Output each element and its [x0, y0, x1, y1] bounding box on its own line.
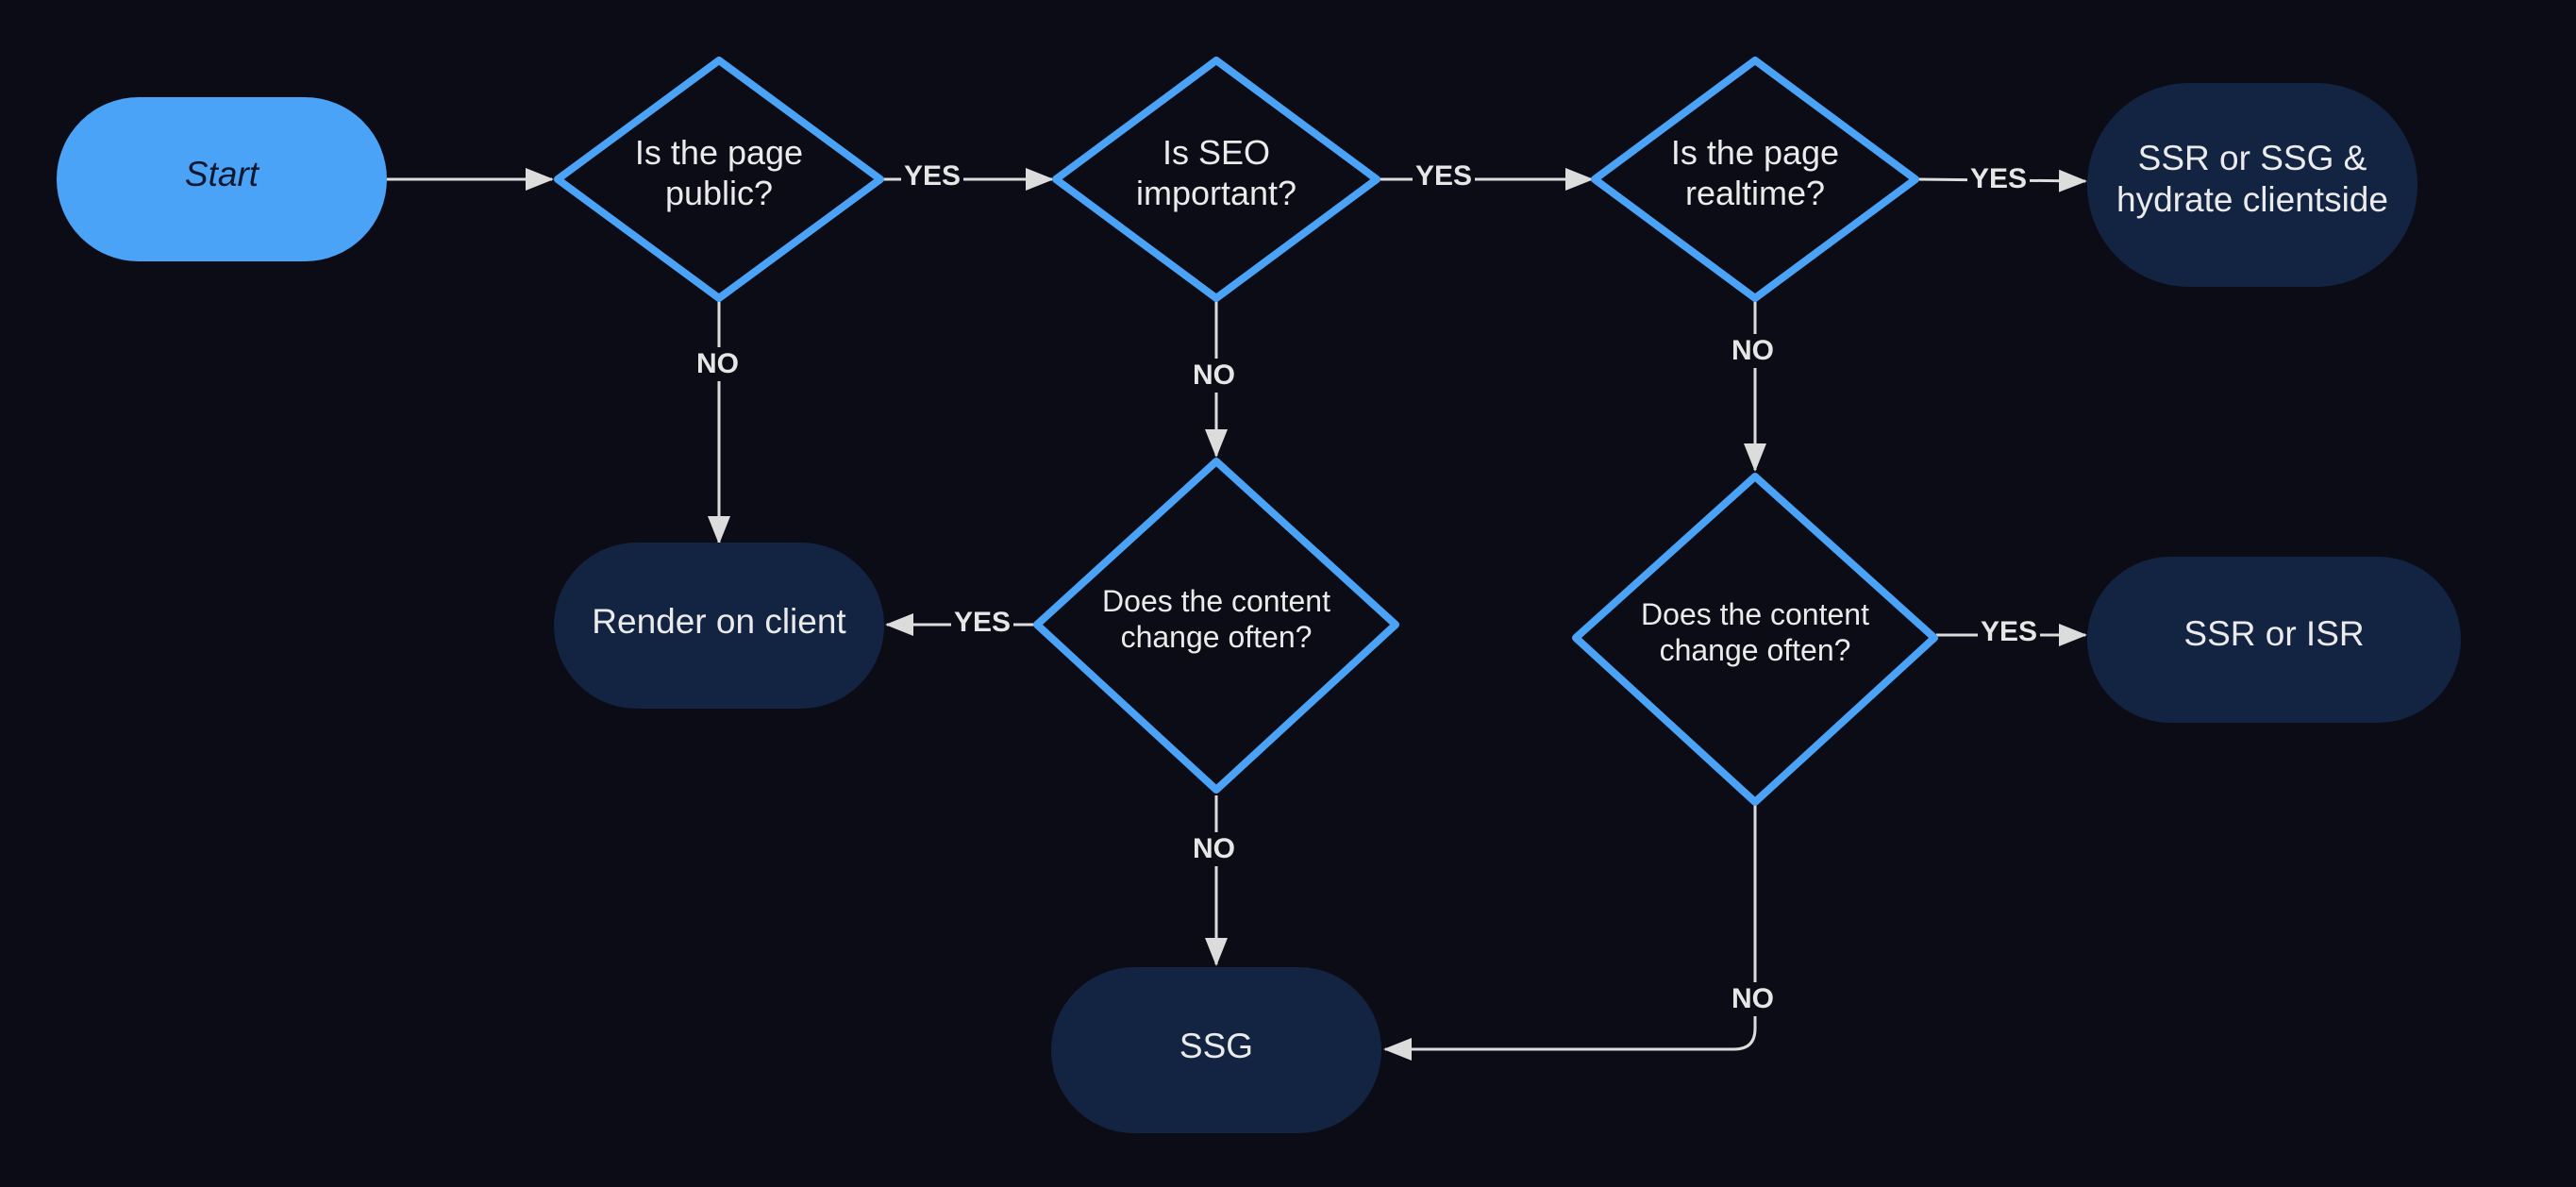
edge-label-change-left-no: NO	[1190, 832, 1238, 866]
decision-seo-line-2: important?	[1135, 174, 1297, 213]
start-node	[57, 97, 387, 261]
ssr-isr-node	[2087, 557, 2461, 723]
decision-change-left	[1033, 458, 1399, 794]
decision-public-label: Is the page public?	[577, 132, 861, 213]
decision-change-left-line-1: Does the content	[1102, 584, 1330, 618]
decision-change-right-label: Does the content change often?	[1595, 596, 1915, 669]
decision-change-right-line-2: change often?	[1659, 633, 1851, 668]
start-label: Start	[184, 155, 259, 193]
edge-change-right-no	[1383, 804, 1757, 1061]
decision-realtime-line-1: Is the page	[1670, 133, 1840, 172]
render-client-label: Render on client	[592, 602, 846, 641]
edge-label-public-yes: YES	[901, 159, 964, 193]
decision-seo-line-1: Is SEO	[1162, 133, 1271, 172]
ssr-isr-label: SSR or ISR	[2183, 614, 2365, 653]
decision-public-line-2: public?	[664, 174, 774, 213]
decision-change-left-label: Does the content change often?	[1056, 583, 1377, 656]
decision-seo-label: Is SEO important?	[1075, 132, 1358, 213]
edge-label-change-right-no: NO	[1729, 982, 1777, 1016]
edge-label-realtime-no: NO	[1729, 334, 1777, 368]
decision-realtime	[1591, 57, 1919, 302]
edge-label-change-left-yes: YES	[951, 606, 1014, 640]
edge-label-seo-yes: YES	[1413, 159, 1476, 193]
edge-label-realtime-yes: YES	[1967, 162, 2031, 196]
decision-realtime-line-2: realtime?	[1684, 174, 1826, 213]
edge-label-seo-no: NO	[1190, 359, 1238, 393]
decision-seo	[1052, 57, 1380, 302]
decision-change-right	[1572, 473, 1938, 806]
ssr-ssg-hydrate-node	[2087, 83, 2417, 287]
decision-public-line-1: Is the page	[634, 133, 804, 172]
decision-change-right-line-1: Does the content	[1641, 597, 1869, 631]
decision-change-left-line-2: change often?	[1120, 620, 1313, 655]
decision-realtime-label: Is the page realtime?	[1614, 132, 1897, 213]
ssr-ssg-hydrate-label: SSR or SSG & hydrate clientside	[2087, 138, 2417, 222]
ssr-ssg-hydrate-line-1: SSR or SSG &	[2137, 139, 2367, 177]
ssg-node	[1051, 967, 1381, 1133]
decision-public	[554, 57, 884, 302]
render-client-node	[554, 543, 884, 709]
ssg-label: SSG	[1179, 1027, 1254, 1065]
edge-label-change-right-yes: YES	[1978, 615, 2041, 649]
ssr-ssg-hydrate-line-2: hydrate clientside	[2116, 180, 2388, 220]
edge-label-public-no: NO	[694, 347, 742, 381]
